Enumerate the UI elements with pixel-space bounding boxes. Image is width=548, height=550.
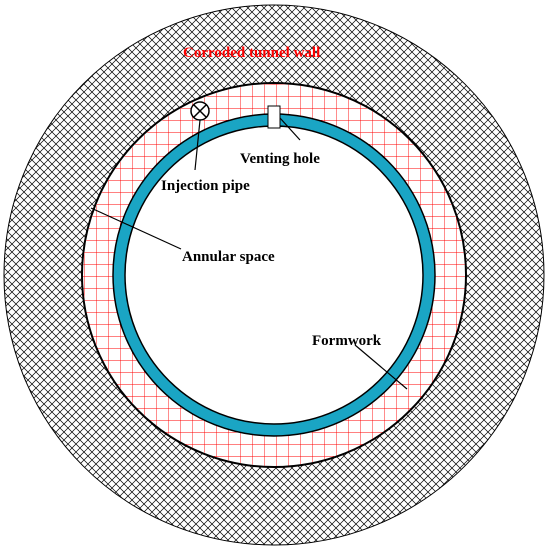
annular-space-label: Annular space xyxy=(182,249,275,265)
annular-space-leader xyxy=(90,207,182,250)
formwork-label: Formwork xyxy=(312,333,382,349)
venting-hole-leader xyxy=(279,117,301,141)
tunnel-interior xyxy=(124,125,424,425)
venting-hole-label: Venting hole xyxy=(240,151,320,167)
injection-pipe-label: Injection pipe xyxy=(161,178,250,194)
injection-pipe-icon xyxy=(190,101,210,121)
tunnel-wall-label: Corroded tunnel wall xyxy=(183,45,320,61)
injection-pipe-leader xyxy=(194,119,201,171)
venting-hole-icon xyxy=(267,105,281,129)
formwork-leader xyxy=(354,344,408,390)
